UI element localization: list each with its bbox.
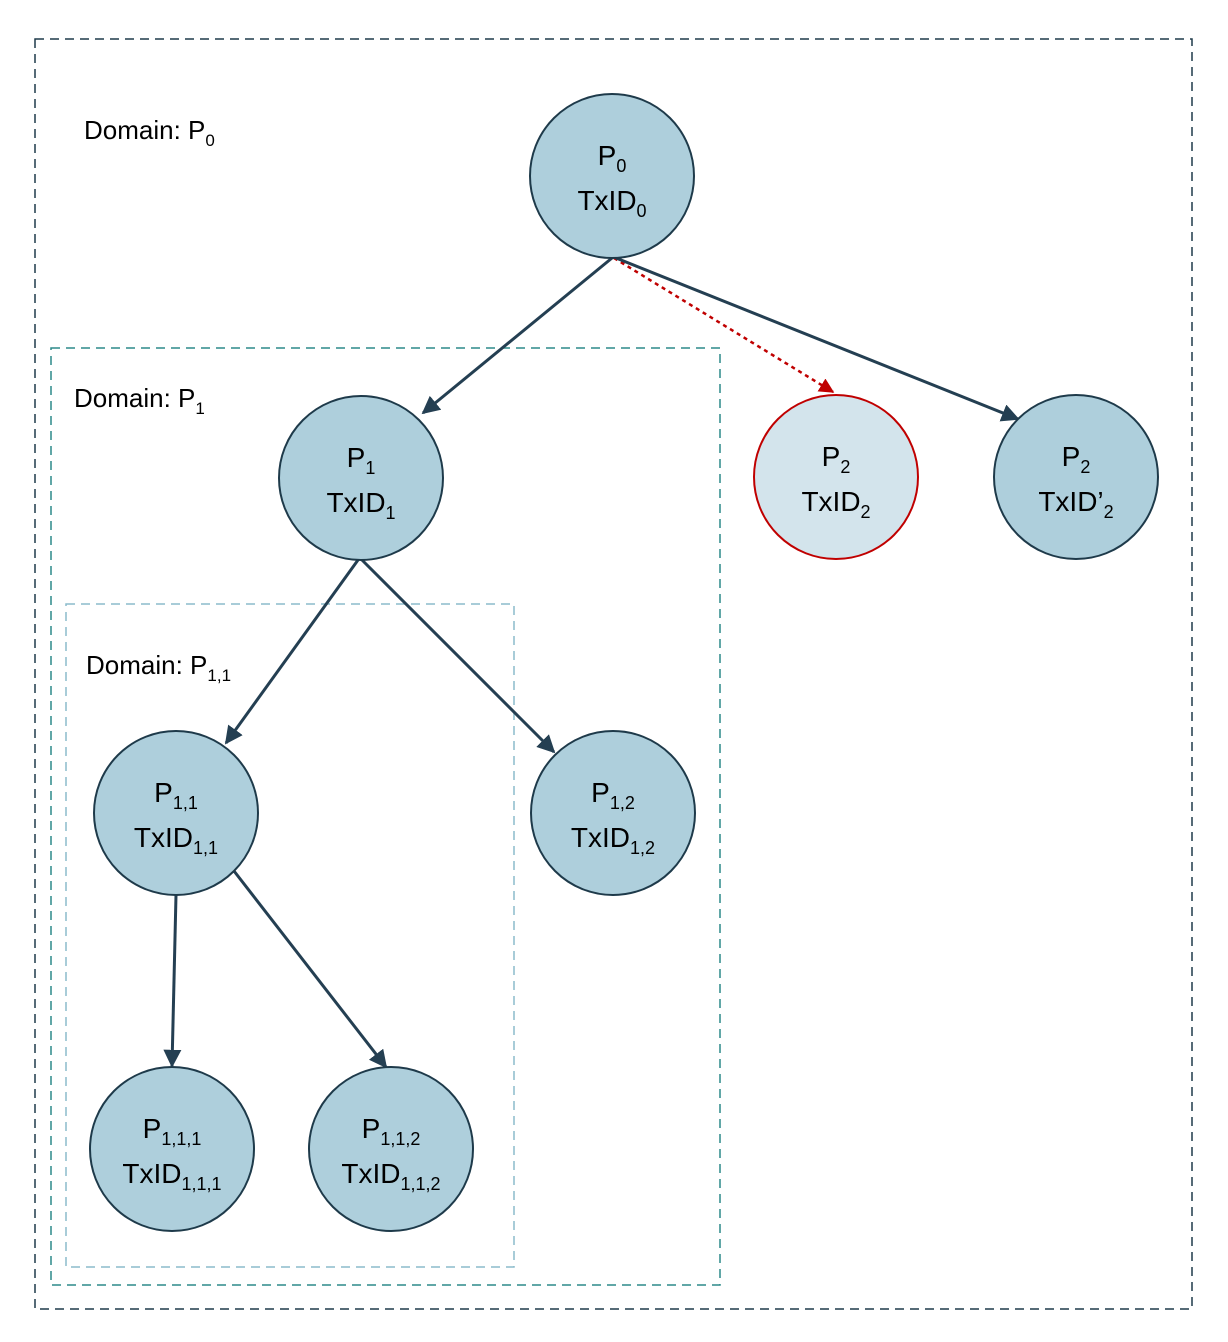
node-p0: P0 TxID0 [529, 93, 695, 259]
edge-p0-p2 [615, 256, 1020, 422]
svg-text:TxID2: TxID2 [801, 486, 870, 522]
edge-p11-p112 [232, 870, 388, 1069]
domain-label-p11: Domain: P1,1 [86, 650, 231, 685]
svg-text:P2: P2 [822, 441, 851, 477]
edge-p1-p12 [360, 558, 556, 754]
edge-p0-p1 [421, 256, 613, 415]
svg-text:TxID1: TxID1 [326, 487, 395, 523]
node-p111: P1,1,1 TxID1,1,1 [89, 1066, 255, 1232]
svg-text:TxID’2: TxID’2 [1038, 486, 1113, 522]
domain-box-p11 [65, 603, 515, 1268]
svg-text:P0: P0 [598, 140, 627, 176]
edge-p1-p11 [224, 559, 360, 745]
svg-text:P1: P1 [347, 442, 376, 478]
svg-text:TxID1,1,1: TxID1,1,1 [122, 1158, 221, 1194]
svg-text:P1,1,2: P1,1,2 [362, 1113, 421, 1149]
node-p2-prime: P2 TxID’2 [993, 394, 1159, 560]
svg-text:P1,2: P1,2 [591, 777, 635, 813]
node-p1: P1 TxID1 [278, 395, 444, 561]
svg-text:TxID1,1,2: TxID1,1,2 [341, 1158, 440, 1194]
node-p12: P1,2 TxID1,2 [530, 730, 696, 896]
node-p11: P1,1 TxID1,1 [93, 730, 259, 896]
svg-text:TxID1,2: TxID1,2 [571, 822, 655, 858]
svg-text:TxID0: TxID0 [577, 185, 646, 221]
svg-text:P1,1: P1,1 [154, 777, 198, 813]
node-p2-highlighted: P2 TxID2 [753, 394, 919, 560]
svg-text:P2: P2 [1062, 441, 1091, 477]
domain-box-p0 [34, 38, 1193, 1310]
svg-text:TxID1,1: TxID1,1 [134, 822, 218, 858]
edges [163, 256, 1020, 1069]
node-p112: P1,1,2 TxID1,1,2 [308, 1066, 474, 1232]
edge-p0-p2-dotted [613, 256, 835, 394]
domain-box-p1 [50, 347, 721, 1286]
domain-label-p1: Domain: P1 [74, 383, 205, 418]
svg-text:P1,1,1: P1,1,1 [143, 1113, 202, 1149]
domain-label-p0: Domain: P0 [84, 115, 215, 150]
edge-p11-p111 [163, 894, 182, 1068]
